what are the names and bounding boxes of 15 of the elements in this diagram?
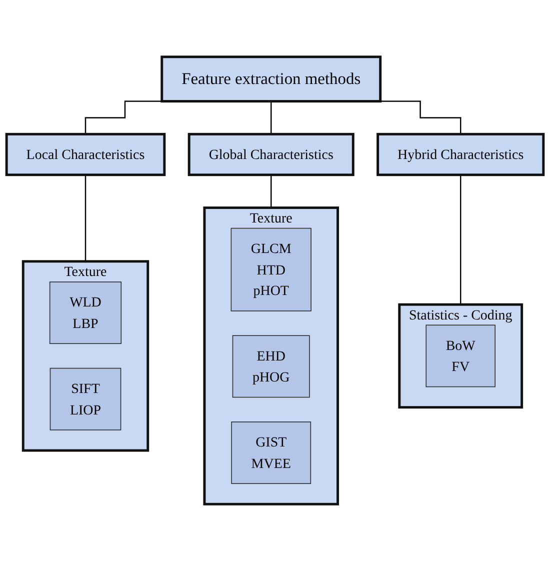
node-box: Feature extraction methods [160,56,382,102]
connector [460,174,462,306]
connector [270,174,272,208]
node-box: Global Characteristics [188,132,354,176]
node-box: Hybrid Characteristics [376,132,545,176]
node-box: SIFT LIOP [50,368,122,430]
node-box: EHD pHOG [232,335,310,398]
connector [380,100,462,135]
node-box: GIST MVEE [231,422,312,484]
node-box: Local Characteristics [5,132,166,176]
node-box: WLD LBP [49,282,122,344]
node-box: BoW FV [426,324,496,388]
connector [270,100,272,135]
node-box: GLCM HTD pHOT [230,228,312,312]
connector [84,174,86,262]
